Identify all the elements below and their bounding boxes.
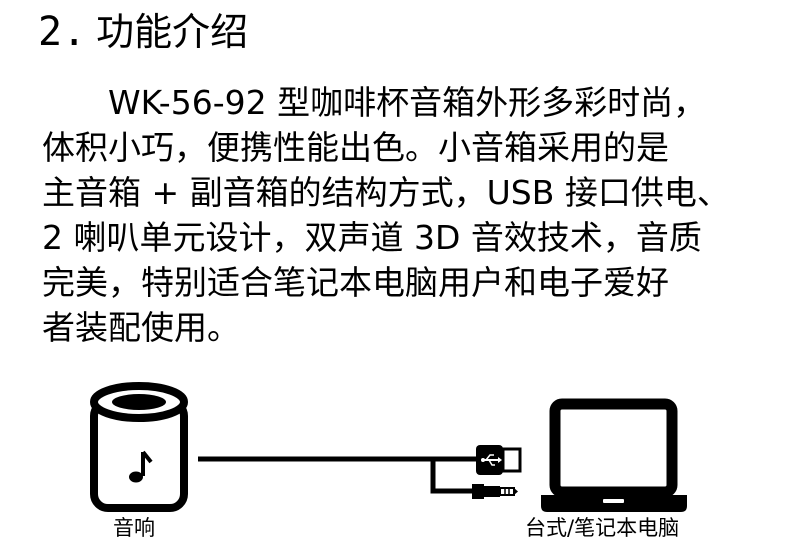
speaker-icon (90, 382, 188, 512)
paragraph-line: 体积小巧，便携性能出色。小音箱采用的是 (42, 128, 669, 167)
section-title: 功能介绍 (96, 10, 249, 54)
paragraph-line: 完美，特别适合笔记本电脑用户和电子爱好 (42, 263, 669, 302)
connection-cable (198, 456, 478, 494)
paragraph-line: 主音箱 + 副音箱的结构方式，USB 接口供电、 (42, 173, 730, 212)
section-number: 2. (38, 9, 87, 55)
audio-jack-icon (472, 484, 518, 499)
computer-caption: 台式/笔记本电脑 (525, 516, 680, 540)
music-note-icon (129, 450, 153, 483)
connection-diagram (90, 382, 687, 512)
description-paragraph: WK-56-92 型咖啡杯音箱外形多彩时尚， 体积小巧，便携性能出色。小音箱采用… (42, 80, 762, 350)
paragraph-line: 2 喇叭单元设计，双声道 3D 音效技术，音质 (42, 218, 702, 257)
speaker-caption: 音响 (113, 516, 155, 540)
paragraph-line: WK-56-92 型咖啡杯音箱外形多彩时尚， (108, 83, 707, 122)
section-heading: 2.功能介绍 (38, 8, 248, 56)
usb-plug-icon (476, 445, 522, 475)
laptop-icon (541, 398, 687, 512)
paragraph-line: 者装配使用。 (42, 308, 240, 347)
